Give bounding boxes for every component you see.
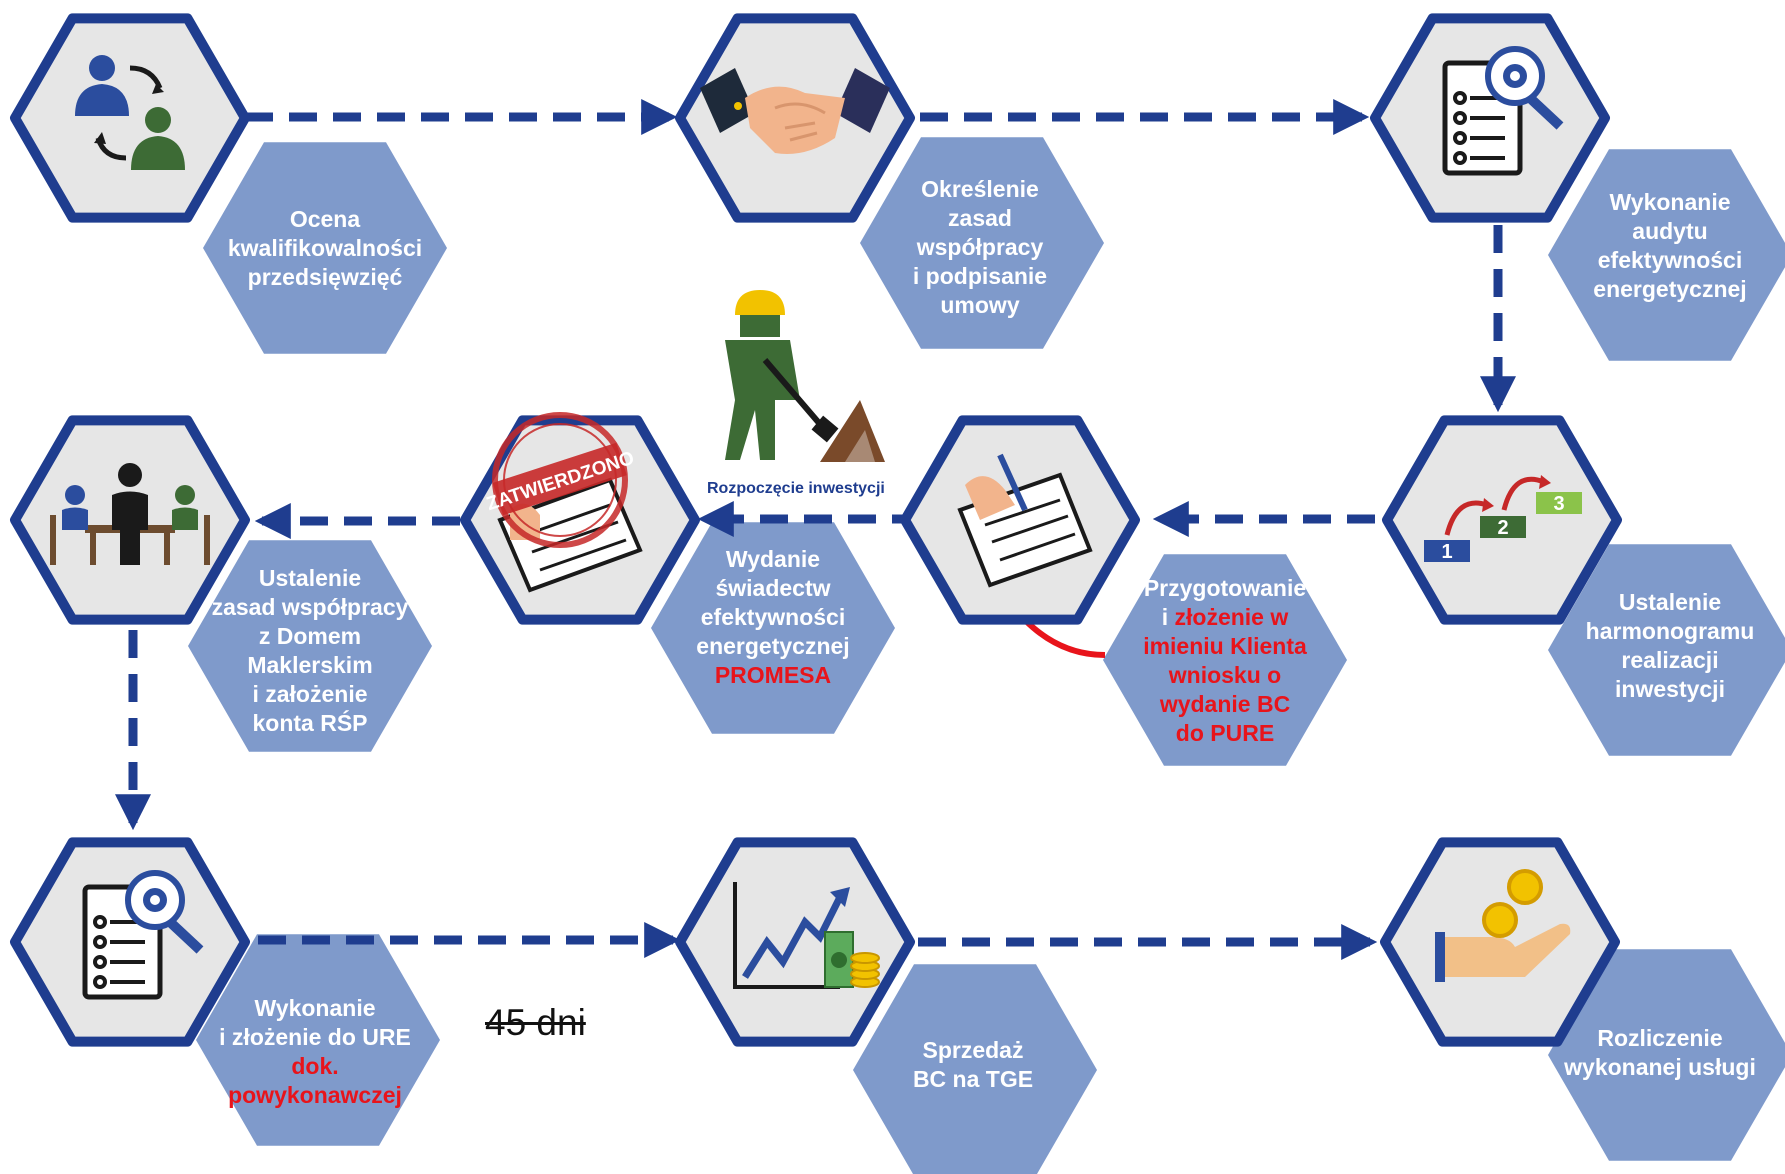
- s9-line-2: BC na TGE: [912, 1066, 1034, 1092]
- step-label-3: Wykonanie audytu efektywności energetycznej: [1540, 188, 1785, 304]
- s6-line-4: energetycznej: [696, 633, 850, 659]
- s5-red-line-4: do PURE: [1175, 720, 1275, 746]
- s8-line-2: i złożenie do URE: [219, 1024, 411, 1050]
- step-label-10: Rozliczenie wykonanej usługi: [1530, 1024, 1785, 1082]
- s6-line-3: efektywności: [700, 604, 846, 630]
- s7-line-1: Ustalenie: [258, 565, 362, 591]
- hand-coins-icon: [1435, 869, 1571, 982]
- days-note: 45 dni: [485, 1002, 586, 1043]
- step5-line2-black: i: [1161, 604, 1175, 630]
- label-hexagon-6: [651, 522, 895, 734]
- podium-number-1: 1: [1441, 541, 1452, 563]
- label-hexagon-2: [860, 137, 1104, 349]
- s5-red-line-2: wniosku o: [1168, 662, 1282, 688]
- step5-line2: i złożenie w: [1095, 603, 1355, 632]
- s7-line-5: i założenie: [252, 681, 368, 707]
- label-hexagon-10: [1548, 949, 1785, 1161]
- step-label-4: Ustalenie harmonogramu realizacji inwestycj…: [1540, 588, 1785, 704]
- label-hexagon-8: [196, 934, 440, 1146]
- label-hexagons: [188, 137, 1785, 1174]
- s1-line-2: kwalifikowalności: [227, 235, 423, 261]
- podium-number-3: 3: [1553, 493, 1564, 515]
- s6-line-1: Wydanie: [725, 546, 821, 572]
- s4-line-2: harmonogramu: [1585, 618, 1755, 644]
- s7-line-2: zasad współpracy: [211, 594, 409, 620]
- label-hexagon-7: [188, 540, 432, 752]
- s2-line-4: i podpisanie: [912, 263, 1048, 289]
- document-search-gear-icon: [82, 870, 204, 1000]
- label-hexagon-1: [203, 142, 447, 354]
- handshake-icon: [700, 68, 890, 154]
- s6-red-line: PROMESA: [714, 662, 832, 688]
- s8-line-1: Wykonanie: [254, 995, 376, 1021]
- step-label-6: Wydanie świadectw efektywności energetyczne…: [643, 545, 903, 690]
- s3-line-2: audytu: [1632, 218, 1708, 244]
- s3-line-3: efektywności: [1597, 247, 1743, 273]
- podium-steps-icon: 1 2 3: [1424, 475, 1582, 563]
- step5-line1: Przygotowanie: [1143, 575, 1307, 601]
- s9-line-1: Sprzedaż: [922, 1037, 1024, 1063]
- s8-red-line-1: dok.: [291, 1053, 339, 1079]
- s2-line-2: zasad: [948, 205, 1012, 231]
- s4-line-1: Ustalenie: [1618, 589, 1722, 615]
- label-hexagon-9: [853, 964, 1097, 1174]
- step-label-1: Ocena kwalifikowalności przedsięwzięć: [195, 205, 455, 292]
- investment-start-label: Rozpoczęcie inwestycji: [707, 480, 885, 497]
- s6-line-2: świadectw: [715, 575, 831, 601]
- s2-line-1: Określenie: [921, 176, 1039, 202]
- label-hexagon-5: [1103, 554, 1347, 766]
- s2-line-3: współpracy: [916, 234, 1044, 260]
- s10-line-2: wykonanej usługi: [1564, 1054, 1756, 1080]
- people-exchange-icon: [75, 55, 185, 170]
- s7-line-3: z Domem: [258, 623, 362, 649]
- step-label-8: Wykonanie i złożenie do URE dok. powykonawc…: [185, 994, 445, 1110]
- rising-chart-money-icon: [733, 882, 880, 989]
- s3-line-1: Wykonanie: [1609, 189, 1731, 215]
- step-label-9: Sprzedaż BC na TGE: [843, 1036, 1103, 1094]
- s1-line-3: przedsięwzięć: [247, 264, 403, 290]
- s5-red-line-1: imieniu Klienta: [1143, 633, 1307, 659]
- s1-line-1: Ocena: [289, 206, 361, 232]
- s8-red-line-2: powykonawczej: [228, 1082, 402, 1108]
- s3-line-4: energetycznej: [1593, 276, 1747, 302]
- step5-line2-red: złożenie w: [1174, 604, 1289, 630]
- podium-number-2: 2: [1497, 517, 1508, 539]
- step5-red-lines: imieniu Klienta wniosku o wydanie BC do PUR…: [1095, 632, 1355, 748]
- step-label-5: Przygotowanie i złożenie w imieniu Klien…: [1095, 574, 1355, 748]
- label-hexagon-3: [1548, 149, 1785, 361]
- meeting-table-icon: [50, 463, 210, 565]
- signing-document-icon: [957, 453, 1093, 588]
- s5-red-line-3: wydanie BC: [1159, 691, 1291, 717]
- label-hexagon-4: [1548, 544, 1785, 756]
- worker-digging-icon: [725, 290, 885, 462]
- step-label-2: Określenie zasad współpracy i podpisanie umo…: [850, 175, 1110, 320]
- s7-line-4: Maklerskim: [247, 652, 373, 678]
- s4-line-4: inwestycji: [1615, 676, 1725, 702]
- document-search-gear-icon: [1442, 46, 1564, 176]
- s10-line-1: Rozliczenie: [1597, 1025, 1723, 1051]
- s2-line-5: umowy: [940, 292, 1020, 318]
- s4-line-3: realizacji: [1621, 647, 1719, 673]
- s7-line-6: konta RŚP: [252, 710, 368, 736]
- icon-hexagon-1: [10, 13, 250, 223]
- connectors: [115, 99, 1516, 960]
